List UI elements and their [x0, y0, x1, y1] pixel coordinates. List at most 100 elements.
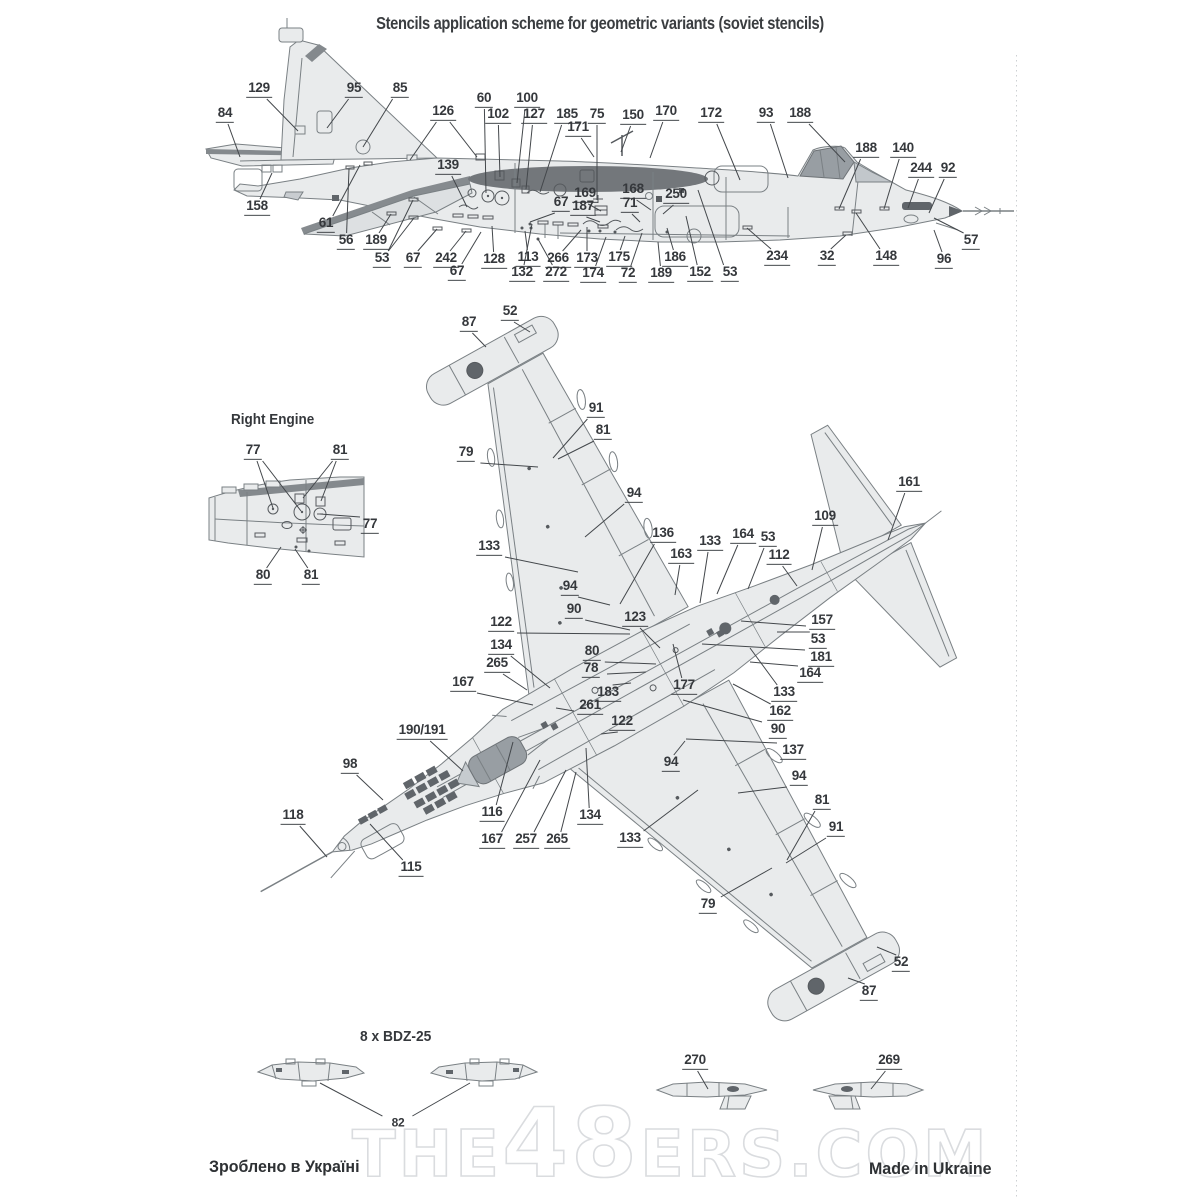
- callout-label-163: 163: [668, 546, 694, 564]
- callout-label-94: 94: [560, 578, 580, 596]
- callout-label-133: 133: [476, 538, 502, 556]
- callout-label-183: 183: [595, 684, 621, 702]
- callout-label-87: 87: [459, 314, 479, 332]
- callout-label-71: 71: [620, 195, 640, 213]
- callout-label-67: 67: [447, 263, 467, 281]
- callout-label-162: 162: [767, 703, 793, 721]
- callout-label-53: 53: [372, 250, 392, 268]
- pod-drawing-right: [812, 1081, 925, 1110]
- callout-label-81: 81: [330, 442, 350, 460]
- callout-label-94: 94: [661, 754, 681, 772]
- callout-label-116: 116: [479, 804, 505, 822]
- callout-label-250: 250: [663, 186, 689, 204]
- callout-label-244: 244: [908, 160, 934, 178]
- callout-label-173: 173: [574, 250, 600, 268]
- callout-label-170: 170: [653, 103, 679, 121]
- callout-label-91: 91: [826, 819, 846, 837]
- callout-label-269: 269: [876, 1052, 902, 1070]
- callout-label-186: 186: [662, 249, 688, 267]
- callout-label-61: 61: [316, 215, 336, 233]
- callout-label-152: 152: [687, 264, 713, 282]
- callout-label-126: 126: [430, 103, 456, 121]
- callout-label-80: 80: [582, 643, 602, 661]
- callout-label-96: 96: [934, 251, 954, 269]
- callout-label-52: 52: [500, 303, 520, 321]
- callout-label-177: 177: [671, 677, 697, 695]
- callout-label-94: 94: [624, 485, 644, 503]
- pylon-drawing-right: [429, 1058, 539, 1087]
- callout-label-148: 148: [873, 248, 899, 266]
- callout-label-78: 78: [581, 660, 601, 678]
- callout-label-187: 187: [570, 198, 596, 216]
- callout-label-90: 90: [768, 721, 788, 739]
- callout-label-67: 67: [551, 194, 571, 212]
- callout-label-98: 98: [340, 756, 360, 774]
- pylon-drawing-left: [256, 1058, 366, 1087]
- callout-label-158: 158: [244, 198, 270, 216]
- callout-label-164: 164: [730, 526, 756, 544]
- callout-label-134: 134: [577, 807, 603, 825]
- callout-label-100: 100: [514, 90, 540, 108]
- callout-label-80: 80: [253, 567, 273, 585]
- callout-label-189: 189: [363, 232, 389, 250]
- callout-label-157: 157: [809, 612, 835, 630]
- callout-label-133: 133: [697, 533, 723, 551]
- callout-label-53: 53: [758, 529, 778, 547]
- callout-label-56: 56: [336, 232, 356, 250]
- callout-label-161: 161: [896, 474, 922, 492]
- callout-label-168: 168: [620, 181, 646, 199]
- callout-label-189: 189: [648, 265, 674, 283]
- callout-label-167: 167: [450, 674, 476, 692]
- callout-label-79: 79: [456, 444, 476, 462]
- callout-label-102: 102: [485, 106, 511, 124]
- callout-label-32: 32: [817, 248, 837, 266]
- callout-label-75: 75: [587, 106, 607, 124]
- callout-label-133: 133: [771, 684, 797, 702]
- callout-label-128: 128: [481, 251, 507, 269]
- callout-label-188: 188: [853, 140, 879, 158]
- callout-label-185: 185: [554, 106, 580, 124]
- callout-label-53: 53: [720, 264, 740, 282]
- callout-label-171: 171: [565, 119, 591, 137]
- callout-label-52: 52: [891, 954, 911, 972]
- callout-label-57: 57: [961, 232, 981, 250]
- callout-label-127: 127: [521, 106, 547, 124]
- callout-label-90: 90: [564, 601, 584, 619]
- callout-label-172: 172: [698, 105, 724, 123]
- page-title: Stencils application scheme for geometri…: [376, 13, 824, 33]
- callout-label-93: 93: [756, 105, 776, 123]
- callout-label-164: 164: [797, 665, 823, 683]
- callout-label-67: 67: [403, 250, 423, 268]
- callout-label-118: 118: [280, 807, 306, 825]
- callout-label-265: 265: [484, 655, 510, 673]
- callout-label-272: 272: [543, 264, 569, 282]
- callout-label-188: 188: [787, 105, 813, 123]
- callout-label-140: 140: [890, 140, 916, 158]
- callout-label-95: 95: [344, 80, 364, 98]
- callout-label-81: 81: [593, 422, 613, 440]
- callout-label-87: 87: [859, 983, 879, 1001]
- callout-label-84: 84: [215, 105, 235, 123]
- callout-label-112: 112: [766, 547, 792, 565]
- callout-label-94: 94: [789, 768, 809, 786]
- callout-label-115: 115: [398, 859, 424, 877]
- callout-label-81: 81: [301, 567, 321, 585]
- footer-made-in-ukraine-en: Made in Ukraine: [869, 1159, 992, 1178]
- callout-label-134: 134: [488, 637, 514, 655]
- callout-label-77: 77: [243, 442, 263, 460]
- callout-label-136: 136: [650, 525, 676, 543]
- callout-label-122: 122: [609, 713, 635, 731]
- callout-label-133: 133: [617, 830, 643, 848]
- callout-label-181: 181: [808, 649, 834, 667]
- callout-label-79: 79: [698, 896, 718, 914]
- callout-label-234: 234: [764, 248, 790, 266]
- callout-label-60: 60: [474, 90, 494, 108]
- callout-label-53: 53: [808, 631, 828, 649]
- pylons-count-label: 8 x BDZ-25: [360, 1028, 432, 1045]
- callout-label-169: 169: [572, 185, 598, 203]
- callout-label-82: 82: [391, 1115, 405, 1130]
- callout-label-123: 123: [622, 609, 648, 627]
- callout-label-137: 137: [780, 742, 806, 760]
- right-engine-label: Right Engine: [231, 411, 315, 428]
